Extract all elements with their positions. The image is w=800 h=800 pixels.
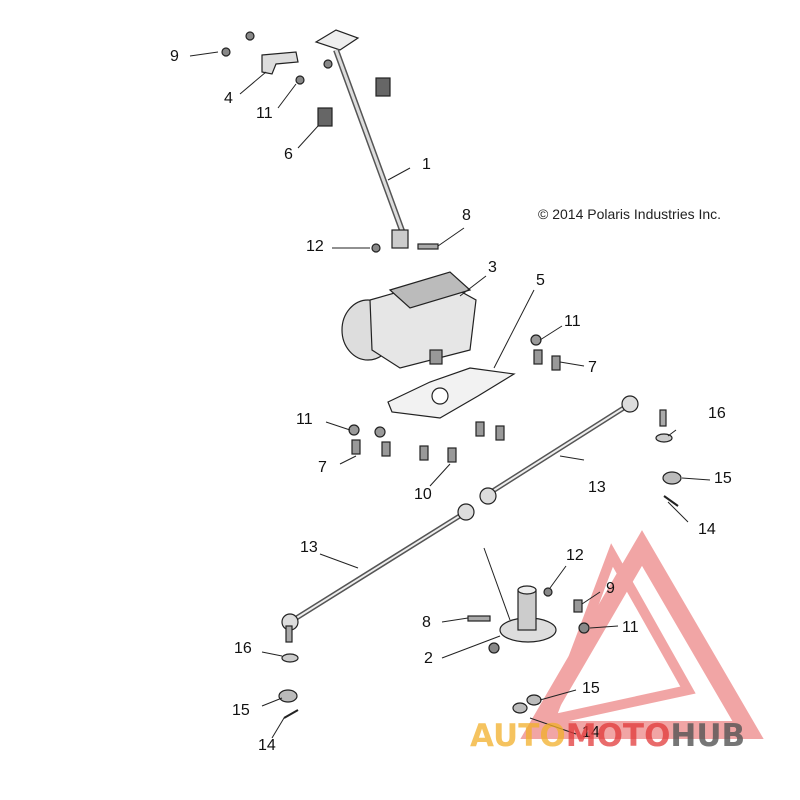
- nut-15-left: [278, 689, 298, 703]
- bolt-9-top: [221, 47, 231, 57]
- pitman-arm: [499, 585, 557, 643]
- callout-2: 2: [424, 650, 433, 667]
- cotter-pin-left: [283, 709, 299, 719]
- callout-11: 11: [256, 105, 273, 122]
- brand-moto: MOTO: [565, 718, 671, 754]
- callout-16: 16: [708, 405, 726, 422]
- callout-11: 11: [564, 313, 581, 330]
- bolt-9-bottom: [573, 599, 583, 613]
- callout-13: 13: [588, 479, 606, 496]
- tie-rod-left: [281, 503, 475, 643]
- nut-15-bottom-a: [512, 702, 528, 714]
- mounting-plate: [387, 367, 516, 419]
- bushing-left: [317, 107, 333, 127]
- nut-top: [245, 31, 255, 41]
- callout-14: 14: [582, 724, 600, 741]
- callout-9: 9: [606, 580, 615, 597]
- callout-4: 4: [224, 90, 233, 107]
- callout-11: 11: [296, 411, 313, 428]
- nut-12-top: [371, 243, 381, 253]
- callout-8: 8: [422, 614, 431, 631]
- bolt-8-bottom: [467, 615, 491, 622]
- nut-11-top: [295, 75, 305, 85]
- watermark-brand: AUTOMOTOHUB: [470, 718, 745, 754]
- copyright-notice: © 2014 Polaris Industries Inc.: [538, 206, 722, 222]
- callout-11: 11: [622, 619, 639, 636]
- washer-16-left: [281, 653, 299, 663]
- nut-11-bottom: [578, 622, 590, 634]
- callout-8: 8: [462, 207, 471, 224]
- callout-15: 15: [714, 470, 732, 487]
- callout-1: 1: [422, 156, 431, 173]
- nut-12-bottom: [543, 587, 553, 597]
- callout-7: 7: [588, 359, 597, 376]
- tie-rod-right: [479, 395, 667, 505]
- callout-14: 14: [258, 737, 276, 754]
- leader-lines: [189, 51, 711, 739]
- callout-15: 15: [232, 702, 250, 719]
- brand-hub: HUB: [670, 718, 746, 754]
- nut-bottom-left: [488, 642, 500, 654]
- callout-9: 9: [170, 48, 179, 65]
- callout-10: 10: [414, 486, 432, 503]
- power-steering-unit: [341, 271, 477, 369]
- bolt-cluster: [348, 334, 561, 463]
- callout-5: 5: [536, 272, 545, 289]
- bolt-8-top: [417, 243, 439, 250]
- callout-13: 13: [300, 539, 318, 556]
- watermark-logo: [520, 530, 764, 739]
- brand-auto: AUTO: [470, 718, 566, 754]
- callout-14: 14: [698, 521, 716, 538]
- cotter-pin-right: [663, 495, 679, 507]
- nut-top-right: [323, 59, 333, 69]
- nut-15-bottom-b: [526, 694, 542, 706]
- callout-6: 6: [284, 146, 293, 163]
- bushing-right: [375, 77, 391, 97]
- callout-3: 3: [488, 259, 497, 276]
- steering-column: [314, 29, 409, 249]
- callout-16: 16: [234, 640, 252, 657]
- callout-12: 12: [306, 238, 324, 255]
- callout-7: 7: [318, 459, 327, 476]
- callout-15: 15: [582, 680, 600, 697]
- bracket: [261, 51, 299, 75]
- nut-15-right: [662, 471, 682, 485]
- callout-12: 12: [566, 547, 584, 564]
